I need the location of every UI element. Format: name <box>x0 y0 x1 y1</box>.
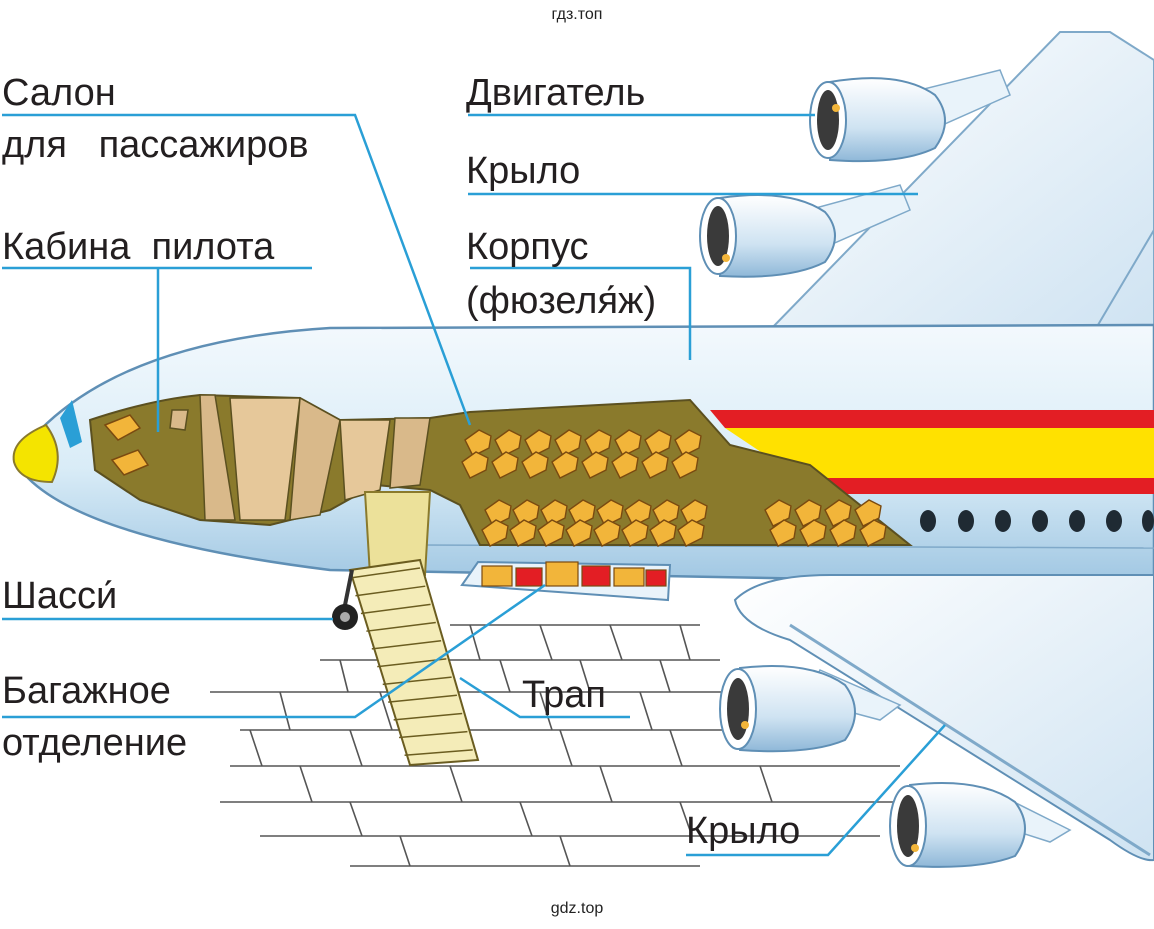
leader-salon <box>2 113 472 426</box>
seat <box>464 429 492 457</box>
label-cabin: Кабина пилота <box>2 226 275 268</box>
leader-lines <box>2 113 946 857</box>
seat <box>565 519 593 547</box>
watermark-top: гдз.топ <box>551 6 603 23</box>
leader-baggage <box>2 583 546 719</box>
ramp-step <box>349 567 421 579</box>
watermark-bottom: gdz.top <box>550 900 604 917</box>
label-ramp: Трап <box>522 674 606 716</box>
seat <box>481 519 509 547</box>
seat <box>509 519 537 547</box>
label-body-line1: Корпус <box>466 226 589 268</box>
seat <box>674 429 702 457</box>
ramp-step <box>355 585 426 597</box>
stripe-red-lower <box>800 478 1154 494</box>
chassis-wheel <box>332 569 358 630</box>
upper-wing <box>767 31 1154 331</box>
seat <box>524 429 552 457</box>
label-chassis: Шасси́ <box>2 575 118 617</box>
upper-engine-2 <box>699 184 911 278</box>
seat <box>649 519 677 547</box>
lower-wing <box>733 574 1154 862</box>
label-body-line2: (фюзеля́ж) <box>466 280 657 322</box>
seat <box>581 451 609 479</box>
baggage-items <box>481 561 667 587</box>
cabin-panels <box>169 394 431 521</box>
label-salon-line1: Салон <box>2 72 116 114</box>
label-baggage-line1: Багажное <box>2 670 171 712</box>
ramp-step <box>366 621 436 632</box>
seat <box>554 429 582 457</box>
ramp-step <box>404 749 473 757</box>
seat <box>521 451 549 479</box>
label-wing-bottom: Крыло <box>686 810 801 852</box>
seat <box>799 519 827 547</box>
ramp <box>348 558 480 767</box>
nose-cone <box>12 423 59 484</box>
seat <box>641 451 669 479</box>
leader-body <box>470 266 692 360</box>
upper-engine-1 <box>809 69 1011 163</box>
label-baggage-line2: отделение <box>2 722 188 764</box>
passenger-seats <box>461 429 887 547</box>
seat <box>769 519 797 547</box>
lower-engine-2 <box>889 782 1072 868</box>
seat <box>829 519 857 547</box>
label-salon-line2: для пассажиров <box>2 124 309 166</box>
seat <box>677 519 705 547</box>
seat <box>671 451 699 479</box>
ramp-step <box>388 694 457 703</box>
seat <box>611 451 639 479</box>
seat <box>614 429 642 457</box>
ramp-step <box>399 730 468 739</box>
ramp-step <box>393 712 463 721</box>
seat <box>537 519 565 547</box>
pilot-seats <box>103 414 150 476</box>
label-wing-top: Крыло <box>466 150 581 192</box>
ramp-step <box>360 603 431 615</box>
seat <box>461 451 489 479</box>
leader-ramp <box>459 676 630 719</box>
label-engine: Двигатель <box>466 72 646 114</box>
windows <box>920 510 1154 532</box>
stripe-yellow <box>725 428 1154 478</box>
seat <box>551 451 579 479</box>
stripe-red <box>710 410 1154 428</box>
seat <box>621 519 649 547</box>
ramp-step <box>382 676 452 686</box>
seat <box>584 429 612 457</box>
lower-engine-1 <box>719 665 902 753</box>
ramp-step <box>371 639 442 650</box>
seat <box>491 451 519 479</box>
seat <box>593 519 621 547</box>
seat <box>644 429 672 457</box>
seat <box>859 519 887 547</box>
seat <box>494 429 522 457</box>
leader-wing-bottom <box>686 724 946 857</box>
